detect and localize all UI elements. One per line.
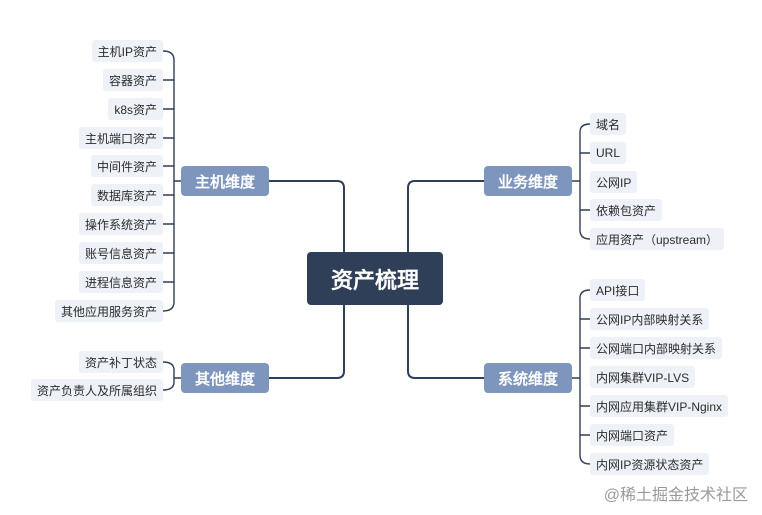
branch-system[interactable]: 系统维度 — [484, 363, 572, 393]
leaf-container[interactable]: 容器资产 — [102, 69, 163, 91]
branch-other[interactable]: 其他维度 — [181, 363, 269, 393]
branch-host[interactable]: 主机维度 — [181, 166, 269, 196]
leaf-os[interactable]: 操作系统资产 — [78, 213, 163, 235]
leaf-dependency[interactable]: 依赖包资产 — [590, 199, 663, 221]
leaf-public-ip-mapping[interactable]: 公网IP内部映射关系 — [590, 308, 710, 330]
leaf-vip-lvs[interactable]: 内网集群VIP-LVS — [590, 366, 696, 388]
leaf-host-ip[interactable]: 主机IP资产 — [91, 40, 163, 62]
leaf-domain[interactable]: 域名 — [590, 113, 627, 135]
leaf-public-ip[interactable]: 公网IP — [590, 171, 638, 193]
leaf-middleware[interactable]: 中间件资产 — [90, 155, 163, 177]
leaf-intranet-ip-status[interactable]: 内网IP资源状态资产 — [590, 453, 710, 475]
leaf-public-port-mapping[interactable]: 公网端口内部映射关系 — [590, 337, 723, 359]
leaf-intranet-port[interactable]: 内网端口资产 — [590, 424, 675, 446]
leaf-process[interactable]: 进程信息资产 — [78, 271, 163, 293]
leaf-url[interactable]: URL — [590, 142, 627, 164]
leaf-k8s[interactable]: k8s资产 — [108, 98, 163, 120]
leaf-app-upstream[interactable]: 应用资产（upstream） — [590, 228, 725, 250]
leaf-host-port[interactable]: 主机端口资产 — [78, 127, 163, 149]
leaf-other-app[interactable]: 其他应用服务资产 — [54, 300, 163, 322]
watermark: @稀土掘金技术社区 — [603, 487, 748, 504]
root-node[interactable]: 资产梳理 — [307, 252, 443, 305]
leaf-owner-org[interactable]: 资产负责人及所属组织 — [30, 379, 163, 401]
leaf-api[interactable]: API接口 — [590, 279, 646, 301]
branch-business[interactable]: 业务维度 — [484, 166, 572, 196]
leaf-vip-nginx[interactable]: 内网应用集群VIP-Nginx — [590, 395, 729, 417]
leaf-database[interactable]: 数据库资产 — [90, 184, 163, 206]
leaf-account[interactable]: 账号信息资产 — [78, 242, 163, 264]
leaf-patch-status[interactable]: 资产补丁状态 — [78, 351, 163, 373]
